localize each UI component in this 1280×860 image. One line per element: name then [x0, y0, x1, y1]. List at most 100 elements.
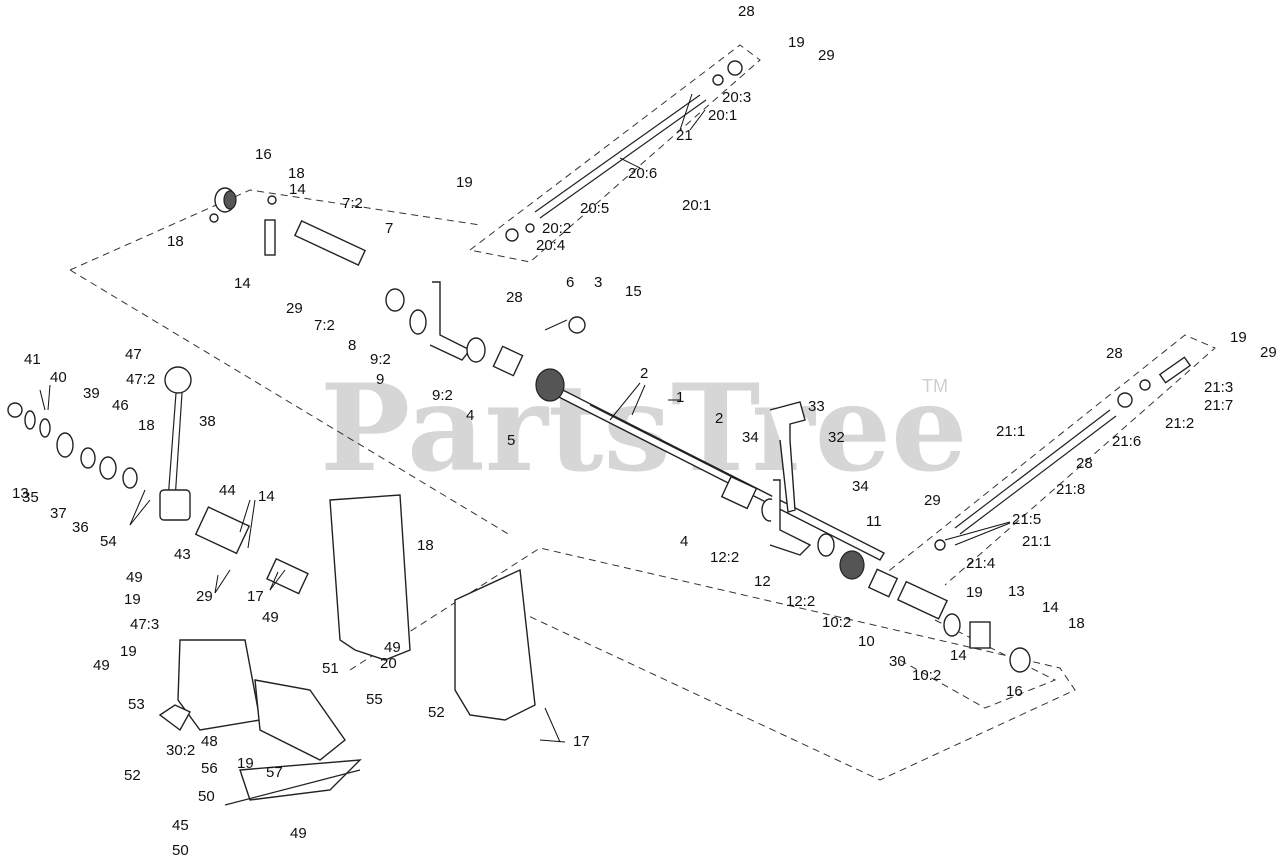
- callout: 21:2: [1165, 415, 1194, 432]
- callout: 28: [1076, 455, 1093, 472]
- control-rod-21: [934, 356, 1192, 551]
- callout: 7:2: [342, 195, 363, 212]
- callout: 52: [428, 704, 445, 721]
- callout: 49: [262, 609, 279, 626]
- callout: 2: [715, 410, 723, 427]
- callout: 50: [198, 788, 215, 805]
- callout: 49: [126, 569, 143, 586]
- callout: 50: [172, 842, 189, 859]
- callout: 19: [456, 174, 473, 191]
- callout: 28: [1106, 345, 1123, 362]
- callout: 18: [417, 537, 434, 554]
- callout: 16: [1006, 683, 1023, 700]
- callout: 21:4: [966, 555, 995, 572]
- callout: 11: [866, 513, 882, 530]
- callout: 7:2: [314, 317, 335, 334]
- callout: 30: [889, 653, 906, 670]
- callout: 19: [237, 755, 254, 772]
- callout: 13: [1008, 583, 1025, 600]
- main-shaft: [544, 382, 885, 561]
- callout: 18: [167, 233, 184, 250]
- callout: 21:5: [1012, 511, 1041, 528]
- shaft-components: [209, 187, 1031, 673]
- callout: 16: [255, 146, 272, 163]
- callout: 20:1: [682, 197, 711, 214]
- callout: 14: [289, 181, 306, 198]
- callout: 46: [112, 397, 129, 414]
- callout: 3: [594, 274, 602, 291]
- callout: 19: [1230, 329, 1247, 346]
- callout: 14: [1042, 599, 1059, 616]
- callout: 40: [50, 369, 67, 386]
- callout: 7: [385, 220, 393, 237]
- callout: 49: [93, 657, 110, 674]
- callout: 14: [950, 647, 967, 664]
- callout: 49: [384, 639, 401, 656]
- callout: 56: [201, 760, 218, 777]
- callout: 36: [72, 519, 89, 536]
- callout: 13: [12, 485, 29, 502]
- callout: 30:2: [166, 742, 195, 759]
- callout: 41: [24, 351, 41, 368]
- callout: 15: [625, 283, 642, 300]
- callout: 5: [507, 432, 515, 449]
- callout: 33: [808, 398, 825, 415]
- callout: 47: [125, 346, 142, 363]
- callout: 45: [172, 817, 189, 834]
- callout: 21:7: [1204, 397, 1233, 414]
- callout: 20:2: [542, 220, 571, 237]
- callout: 21:8: [1056, 481, 1085, 498]
- callout: 29: [924, 492, 941, 509]
- callout: 19: [120, 643, 137, 660]
- callout: 21:3: [1204, 379, 1233, 396]
- callout: 43: [174, 546, 191, 563]
- callout: 14: [258, 488, 275, 505]
- callout: 47:2: [126, 371, 155, 388]
- callout-labels: 1 2 2 3 4 4 5 6 7 7:2 7:2 8 9 9:2 9:2 10…: [12, 3, 1277, 859]
- callout: 10: [858, 633, 875, 650]
- assembly-boundaries: [69, 44, 1216, 781]
- callout: 53: [128, 696, 145, 713]
- control-lever-assembly: [7, 366, 309, 595]
- callout: 28: [738, 3, 755, 20]
- callout: 48: [201, 733, 218, 750]
- callout: 51: [322, 660, 339, 677]
- callout: 14: [234, 275, 251, 292]
- callout: 44: [219, 482, 236, 499]
- callout: 4: [680, 533, 688, 550]
- callout: 18: [138, 417, 155, 434]
- callout: 20:1: [708, 107, 737, 124]
- callout: 29: [818, 47, 835, 64]
- callout: 34: [742, 429, 759, 446]
- callout: 8: [348, 337, 356, 354]
- callout: 28: [506, 289, 523, 306]
- callout: 12:2: [786, 593, 815, 610]
- callout: 10:2: [822, 614, 851, 631]
- frame-plates: [158, 494, 536, 806]
- callout: 21:1: [996, 423, 1025, 440]
- callout: 9: [376, 371, 384, 388]
- callout: 17: [573, 733, 590, 750]
- callout: 18: [288, 165, 305, 182]
- callout: 20: [380, 655, 397, 672]
- callout: 54: [100, 533, 117, 550]
- callout: 21: [676, 127, 693, 144]
- callout: 4: [466, 407, 474, 424]
- control-rod-20: [505, 60, 743, 242]
- callout: 20:6: [628, 165, 657, 182]
- callout: 38: [199, 413, 216, 430]
- callout: 1: [676, 389, 684, 406]
- callout: 10:2: [912, 667, 941, 684]
- callout: 19: [966, 584, 983, 601]
- callout: 32: [828, 429, 845, 446]
- callout: 9:2: [432, 387, 453, 404]
- callout: 12:2: [710, 549, 739, 566]
- callout: 55: [366, 691, 383, 708]
- leader-lines: [39, 93, 1011, 743]
- callout: 29: [286, 300, 303, 317]
- callout: 20:4: [536, 237, 565, 254]
- callout: 21:6: [1112, 433, 1141, 450]
- callout: 20:3: [722, 89, 751, 106]
- callout: 49: [290, 825, 307, 842]
